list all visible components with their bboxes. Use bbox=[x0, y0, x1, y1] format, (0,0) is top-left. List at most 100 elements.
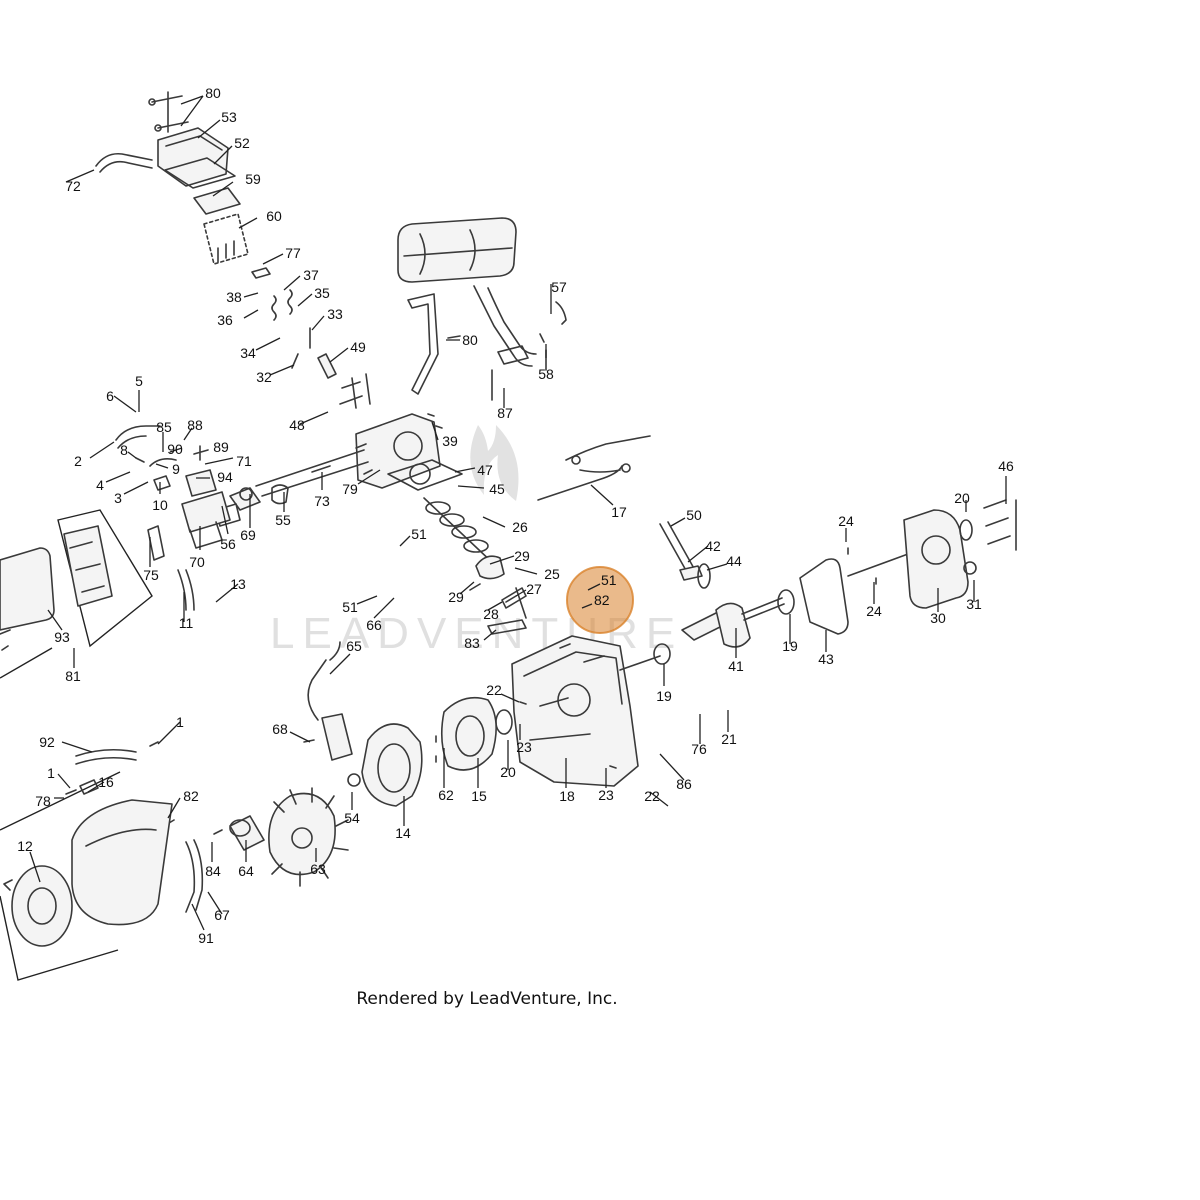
callout-label[interactable]: 43 bbox=[818, 651, 834, 667]
highlight-circle[interactable] bbox=[566, 566, 634, 634]
callout-label[interactable]: 73 bbox=[314, 493, 330, 509]
callout-label[interactable]: 24 bbox=[838, 513, 854, 529]
callout-label[interactable]: 90 bbox=[167, 441, 183, 457]
callout-label[interactable]: 6 bbox=[106, 388, 114, 404]
callout-label[interactable]: 27 bbox=[526, 581, 542, 597]
callout-label[interactable]: 63 bbox=[310, 861, 326, 877]
callout-label[interactable]: 51 bbox=[342, 599, 358, 615]
highlight-label-82[interactable]: 82 bbox=[594, 592, 610, 608]
callout-label[interactable]: 49 bbox=[350, 339, 366, 355]
callout-label[interactable]: 54 bbox=[344, 810, 360, 826]
callout-label[interactable]: 9 bbox=[172, 461, 180, 477]
callout-label[interactable]: 17 bbox=[611, 504, 627, 520]
callout-label[interactable]: 4 bbox=[96, 477, 104, 493]
callout-label[interactable]: 80 bbox=[462, 332, 478, 348]
callout-label[interactable]: 47 bbox=[477, 462, 493, 478]
callout-label[interactable]: 29 bbox=[448, 589, 464, 605]
callout-label[interactable]: 39 bbox=[442, 433, 458, 449]
callout-label[interactable]: 81 bbox=[65, 668, 81, 684]
callout-label[interactable]: 58 bbox=[538, 366, 554, 382]
callout-label[interactable]: 51 bbox=[411, 526, 427, 542]
callout-label[interactable]: 84 bbox=[205, 863, 221, 879]
callout-label[interactable]: 22 bbox=[486, 682, 502, 698]
callout-label[interactable]: 30 bbox=[930, 610, 946, 626]
callout-label[interactable]: 69 bbox=[240, 527, 256, 543]
callout-label[interactable]: 1 bbox=[47, 765, 55, 781]
callout-label[interactable]: 79 bbox=[342, 481, 358, 497]
callout-label[interactable]: 91 bbox=[198, 930, 214, 946]
callout-label[interactable]: 38 bbox=[226, 289, 242, 305]
callout-label[interactable]: 76 bbox=[691, 741, 707, 757]
callout-label[interactable]: 60 bbox=[266, 208, 282, 224]
callout-label[interactable]: 55 bbox=[275, 512, 291, 528]
callout-label[interactable]: 26 bbox=[512, 519, 528, 535]
callout-label[interactable]: 29 bbox=[514, 548, 530, 564]
callout-label[interactable]: 19 bbox=[782, 638, 798, 654]
callout-label[interactable]: 20 bbox=[954, 490, 970, 506]
callout-label[interactable]: 19 bbox=[656, 688, 672, 704]
callout-label[interactable]: 11 bbox=[179, 615, 194, 631]
callout-label[interactable]: 23 bbox=[516, 739, 532, 755]
callout-label[interactable]: 16 bbox=[98, 774, 114, 790]
highlight-label-51[interactable]: 51 bbox=[601, 572, 617, 588]
callout-label[interactable]: 24 bbox=[866, 603, 882, 619]
callout-label[interactable]: 85 bbox=[156, 419, 172, 435]
callout-label[interactable]: 94 bbox=[217, 469, 233, 485]
callout-label[interactable]: 65 bbox=[346, 638, 362, 654]
callout-label[interactable]: 28 bbox=[483, 606, 499, 622]
callout-label[interactable]: 1 bbox=[176, 714, 184, 730]
callout-label[interactable]: 36 bbox=[217, 312, 233, 328]
callout-label[interactable]: 78 bbox=[35, 793, 51, 809]
callout-label[interactable]: 80 bbox=[205, 85, 221, 101]
callout-label[interactable]: 32 bbox=[256, 369, 272, 385]
callout-label[interactable]: 35 bbox=[314, 285, 330, 301]
callout-label[interactable]: 23 bbox=[598, 787, 614, 803]
callout-label[interactable]: 48 bbox=[289, 417, 305, 433]
callout-label[interactable]: 25 bbox=[544, 566, 560, 582]
callout-label[interactable]: 93 bbox=[54, 629, 70, 645]
callout-label[interactable]: 13 bbox=[230, 576, 246, 592]
callout-label[interactable]: 5 bbox=[135, 373, 143, 389]
callout-label[interactable]: 45 bbox=[489, 481, 505, 497]
callout-label[interactable]: 21 bbox=[721, 731, 737, 747]
callout-label[interactable]: 42 bbox=[705, 538, 721, 554]
highlight-marker[interactable] bbox=[566, 566, 634, 634]
callout-label[interactable]: 12 bbox=[17, 838, 33, 854]
callout-label[interactable]: 15 bbox=[471, 788, 487, 804]
callout-label[interactable]: 75 bbox=[143, 567, 159, 583]
callout-label[interactable]: 92 bbox=[39, 734, 55, 750]
callout-label[interactable]: 22 bbox=[644, 788, 660, 804]
callout-label[interactable]: 44 bbox=[726, 553, 742, 569]
callout-label[interactable]: 86 bbox=[676, 776, 692, 792]
callout-label[interactable]: 10 bbox=[152, 497, 168, 513]
callout-label[interactable]: 14 bbox=[395, 825, 411, 841]
callout-label[interactable]: 67 bbox=[214, 907, 230, 923]
callout-label[interactable]: 46 bbox=[998, 458, 1014, 474]
callout-label[interactable]: 2 bbox=[74, 453, 82, 469]
callout-label[interactable]: 37 bbox=[303, 267, 319, 283]
callout-label[interactable]: 88 bbox=[187, 417, 203, 433]
callout-label[interactable]: 53 bbox=[221, 109, 237, 125]
callout-label[interactable]: 20 bbox=[500, 764, 516, 780]
callout-label[interactable]: 71 bbox=[236, 453, 252, 469]
callout-label[interactable]: 8 bbox=[120, 442, 128, 458]
callout-label[interactable]: 68 bbox=[272, 721, 288, 737]
callout-label[interactable]: 57 bbox=[551, 279, 567, 295]
callout-label[interactable]: 83 bbox=[464, 635, 480, 651]
callout-label[interactable]: 87 bbox=[497, 405, 513, 421]
highlighted-callouts[interactable]: 51 82 bbox=[581, 572, 617, 609]
callout-label[interactable]: 3 bbox=[114, 490, 122, 506]
callout-label[interactable]: 62 bbox=[438, 787, 454, 803]
callout-label[interactable]: 82 bbox=[183, 788, 199, 804]
callout-label[interactable]: 59 bbox=[245, 171, 261, 187]
callout-label[interactable]: 31 bbox=[966, 596, 982, 612]
callout-label[interactable]: 18 bbox=[559, 788, 575, 804]
callout-label[interactable]: 50 bbox=[686, 507, 702, 523]
callout-label[interactable]: 34 bbox=[240, 345, 256, 361]
callout-label[interactable]: 72 bbox=[65, 178, 81, 194]
callout-label[interactable]: 33 bbox=[327, 306, 343, 322]
callout-label[interactable]: 66 bbox=[366, 617, 382, 633]
callout-label[interactable]: 56 bbox=[220, 536, 236, 552]
callout-label[interactable]: 70 bbox=[189, 554, 205, 570]
callout-label[interactable]: 41 bbox=[728, 658, 744, 674]
